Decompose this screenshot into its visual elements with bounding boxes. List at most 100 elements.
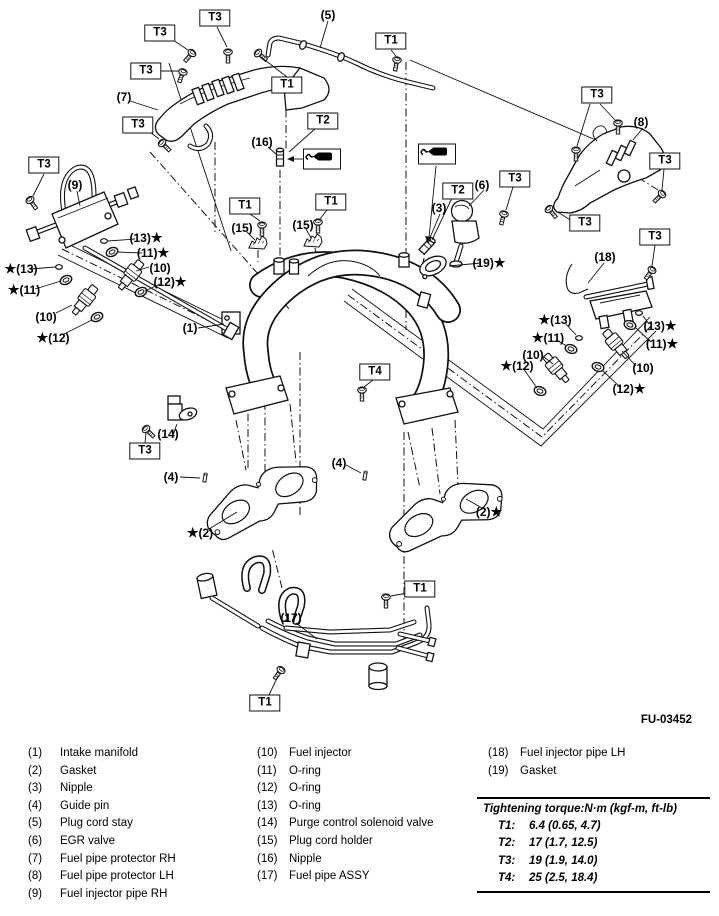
torque-table: Tightening torque:N·m (kgf-m, ft-lb) T1:… [477, 797, 710, 893]
plug-cord-holder-drawing [248, 235, 268, 250]
torque-row-value: 6.4 (0.65, 4.7) [529, 820, 601, 832]
torque-spec-label-t3: T3 [569, 214, 601, 232]
guide-pin-drawing [202, 472, 208, 483]
part-callout-5: (5) [321, 8, 336, 22]
part-callout-text: (9) [67, 178, 83, 192]
new-part-star-icon: ★ [500, 358, 513, 373]
torque-row-t2: T2:17 (1.7, 12.5) [477, 835, 710, 852]
part-callout-9: (9) [68, 178, 83, 192]
plug-cord-holder-drawing [303, 233, 323, 248]
part-callout-12: (12)★ [613, 381, 646, 397]
part-callout-text: (4) [331, 456, 347, 470]
new-part-star-icon: ★ [531, 330, 544, 345]
torque-spec-label-t2: T2 [442, 182, 474, 200]
bolt-icons [24, 47, 668, 683]
legend-column: (10)Fuel injector(11)O-ring(12)O-ring(13… [257, 745, 433, 886]
part-callout-19: (19)★ [473, 255, 506, 271]
legend-item-number: (8) [28, 870, 43, 883]
legend-item-label: O-ring [289, 764, 321, 777]
part-callout-text: (13) [16, 262, 38, 276]
legend-item: (9)Fuel injector pipe RH [28, 886, 176, 904]
part-callout-text: (17) [280, 611, 302, 625]
exploded-parts-diagram: .ln{fill:none;stroke:#111;stroke-width:1… [5, 8, 693, 726]
legend-item-number: (4) [28, 799, 43, 812]
new-part-star-icon: ★ [36, 330, 49, 345]
torque-spec-label-t3: T3 [122, 116, 154, 134]
legend-item-label: Plug cord stay [60, 817, 133, 830]
leader-lines [30, 20, 665, 696]
legend-item: (1)Intake manifold [28, 745, 176, 763]
legend-item-label: O-ring [289, 799, 321, 812]
legend-item: (13) O-ring [257, 798, 433, 816]
part-callout-text: (2) [475, 505, 491, 519]
torque-spec-label-t1: T1 [375, 32, 407, 50]
new-part-star-icon: ★ [174, 274, 187, 289]
part-callout-13: (13)★ [130, 230, 163, 246]
new-part-star-icon: ★ [490, 504, 503, 519]
part-callout-text: (18) [594, 250, 616, 264]
torque-spec-label-t3: T3 [130, 62, 162, 80]
part-callout-11: ★(11) [532, 330, 564, 346]
legend-item: (16) Nipple [257, 851, 433, 869]
legend-item-label: Guide pin [60, 799, 110, 812]
legend-item-label: Nipple [289, 852, 322, 865]
part-callout-2: ★(2) [187, 525, 213, 541]
part-callout-text: (12) [48, 331, 70, 345]
figure-code: FU-03452 [640, 714, 692, 726]
diagram-line-art: .ln{fill:none;stroke:#111;stroke-width:1… [24, 20, 668, 696]
legend-item: (4) Guide pin [28, 798, 176, 816]
egr-gasket-drawing [419, 255, 447, 280]
legend-item: (6) EGR valve [28, 833, 176, 851]
part-callout-text: (15) [231, 221, 253, 235]
legend-item-number: (16) [257, 852, 278, 865]
part-callout-16: (16) [251, 135, 272, 149]
legend-item-number: (6) [28, 834, 43, 847]
part-callout-text: (10) [149, 261, 171, 275]
torque-table-title: Tightening torque:N·m (kgf-m, ft-lb) [483, 803, 677, 815]
part-callout-4: (4) [164, 470, 179, 484]
legend-item: (19)Gasket [488, 763, 625, 781]
part-callout-text: (10) [35, 310, 57, 324]
nipple-16-drawing [275, 147, 285, 167]
part-callout-13: (13)★ [644, 318, 677, 334]
torque-row-value: 25 (2.5, 18.4) [529, 872, 598, 885]
torque-spec-label-t3: T3 [199, 9, 231, 27]
part-callout-7: (7) [117, 90, 132, 104]
legend-item: (8)Fuel pipe protector LH [28, 868, 176, 886]
part-callout-text: (3) [431, 201, 447, 215]
legend-column: (18)Fuel injector pipe LH(19)Gasket [488, 745, 625, 780]
legend-item-number: (13) [257, 799, 278, 812]
fuel-injector-pipe-lh-drawing [565, 263, 655, 330]
legend-item-label: Fuel pipe ASSY [289, 870, 370, 883]
part-callout-14: (14) [157, 427, 178, 441]
legend-item-label: Fuel injector [289, 747, 352, 759]
fuel-injectors-left-drawing [54, 238, 149, 325]
legend-item-label: Purge control solenoid valve [289, 817, 434, 830]
part-callout-text: (10) [522, 348, 544, 362]
fuel-pipe-protector-lh-drawing [553, 125, 665, 214]
legend-column: (1)Intake manifold(2)Gasket(3)Nipple(4)G… [28, 745, 176, 903]
liquid-gasket-icon [418, 143, 456, 165]
part-callout-text: (19) [472, 256, 494, 270]
part-callout-text: (7) [116, 90, 132, 104]
part-callout-text: (10) [632, 361, 654, 375]
part-callout-text: (11) [136, 246, 158, 260]
torque-spec-label-t3: T3 [581, 86, 613, 104]
part-callout-11: (11)★ [137, 245, 169, 261]
part-callout-text: (11) [19, 283, 41, 297]
torque-row-id: T2: [498, 837, 516, 850]
legend-item-label: Gasket [520, 764, 557, 777]
legend-item: (18)Fuel injector pipe LH [488, 745, 625, 763]
legend-item-number: (2) [28, 764, 43, 777]
part-callout-text: (14) [157, 427, 179, 441]
parts-legend: (1)Intake manifold(2)Gasket(3)Nipple(4)G… [0, 745, 719, 905]
legend-item: (11)O-ring [257, 763, 433, 781]
torque-row-id: T1: [498, 820, 516, 832]
new-part-star-icon: ★ [538, 312, 551, 327]
part-callout-text: (13) [643, 319, 665, 333]
legend-item-number: (17) [257, 870, 278, 883]
torque-spec-label-t1: T1 [271, 76, 303, 94]
legend-item-label: EGR valve [60, 834, 115, 847]
torque-row-t4: T4:25 (2.5, 18.4) [477, 870, 710, 887]
